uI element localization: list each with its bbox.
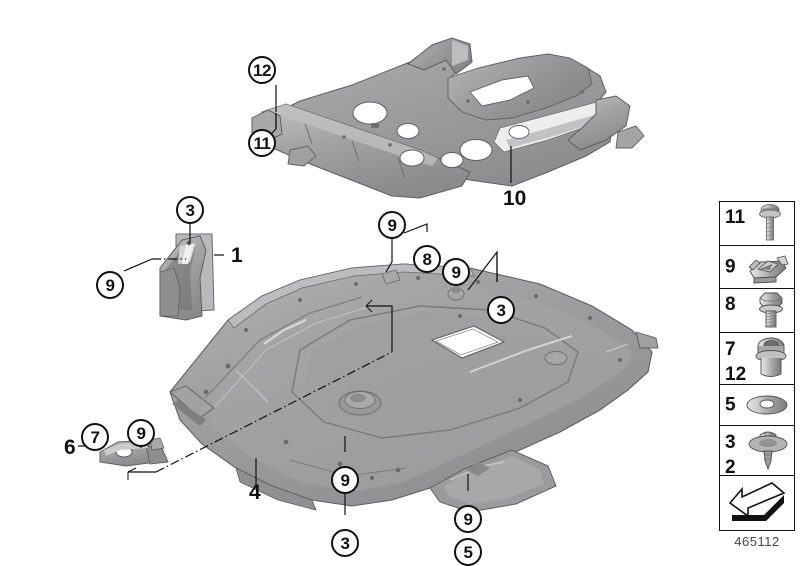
diagram-reference-number: 465112	[734, 534, 780, 549]
callout-label: 8	[422, 249, 432, 269]
callout-12[interactable]: 12	[248, 56, 276, 84]
callout-6[interactable]: 6	[64, 437, 76, 458]
legend-cell-11[interactable]: 11	[720, 202, 794, 246]
callout-3-right[interactable]: 3	[487, 296, 515, 324]
legend-number: 11	[725, 207, 746, 228]
legend-number: 2	[725, 456, 736, 478]
callout-label: 7	[90, 427, 100, 447]
callout-9-bottom-right[interactable]: 9	[454, 505, 482, 533]
callout-label: 11	[253, 133, 271, 153]
callout-4[interactable]: 4	[249, 482, 261, 503]
legend-number: 9	[725, 256, 736, 278]
callout-label: 1	[231, 244, 243, 267]
callout-label: 5	[463, 542, 473, 562]
callout-9-mid[interactable]: 9	[442, 258, 470, 286]
fastener-legend-panel: 11 9	[719, 201, 795, 531]
hex-flange-bolt-icon	[752, 288, 790, 332]
legend-cell-8[interactable]: 8	[720, 289, 794, 333]
callout-11[interactable]: 11	[248, 129, 276, 157]
legend-cell-3-2[interactable]: 3 2	[720, 425, 794, 478]
legend-number: 3	[725, 431, 736, 453]
legend-cell-direction[interactable]	[720, 476, 794, 530]
legend-number: 7	[725, 338, 736, 360]
legend-cell-9[interactable]: 9	[720, 246, 794, 290]
callout-3-bottom[interactable]: 3	[331, 529, 359, 557]
callout-label: 3	[340, 533, 350, 553]
callout-9-bottom[interactable]: 9	[331, 466, 359, 494]
legend-cell-7-12[interactable]: 7 12	[720, 333, 794, 385]
flange-bolt-long-icon	[750, 201, 790, 245]
callout-label: 3	[496, 300, 506, 320]
callout-label: 3	[185, 200, 195, 220]
callout-5[interactable]: 5	[454, 538, 482, 566]
legend-number: 5	[725, 394, 736, 416]
callout-label: 4	[249, 481, 261, 504]
direction-arrow-icon	[726, 481, 788, 525]
flat-washer-icon	[744, 390, 790, 420]
callout-label: 9	[451, 262, 461, 282]
legend-number: 8	[725, 294, 736, 316]
part-4-underbody-panel	[169, 263, 659, 513]
part-10-subframe	[251, 37, 645, 199]
callout-label: 9	[105, 275, 115, 295]
callout-9-bracket[interactable]: 9	[127, 419, 155, 447]
callout-label: 9	[463, 509, 473, 529]
callout-label: 10	[503, 187, 527, 210]
callout-label: 9	[340, 470, 350, 490]
socket-sleeve-nut-icon	[752, 333, 790, 383]
callout-7[interactable]: 7	[81, 423, 109, 451]
callout-label: 9	[387, 215, 397, 235]
callout-1[interactable]: 1	[231, 245, 243, 266]
callout-8[interactable]: 8	[413, 245, 441, 273]
legend-number: 12	[725, 363, 747, 385]
spring-nut-clip-icon	[744, 247, 790, 287]
callout-label: 6	[64, 436, 76, 459]
callout-label: 12	[253, 60, 271, 80]
callout-9-duct[interactable]: 9	[96, 271, 124, 299]
part-1-air-duct	[159, 233, 215, 321]
callout-9-upper[interactable]: 9	[378, 211, 406, 239]
callout-3-duct[interactable]: 3	[176, 196, 204, 224]
callout-label: 9	[136, 423, 146, 443]
expanding-rivet-icon	[746, 425, 790, 475]
legend-cell-5[interactable]: 5	[720, 385, 794, 426]
callout-10[interactable]: 10	[503, 188, 526, 209]
